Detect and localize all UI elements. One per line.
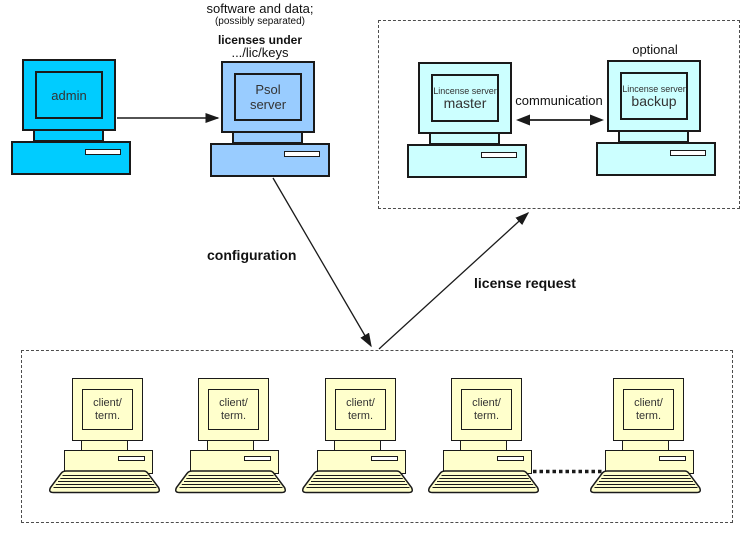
- client-label-line2: term.: [347, 409, 374, 422]
- psol-note: software and data; (possibly separated) …: [184, 1, 336, 60]
- client-screen: client/ term.: [335, 389, 386, 430]
- license-server-backup-icon: Lincense server backup: [596, 60, 716, 176]
- client-terminal-icon: client/ term.: [301, 378, 414, 498]
- computer-base: [596, 142, 716, 176]
- client-group-box: [21, 350, 733, 523]
- drive-slot: [85, 149, 121, 155]
- backup-label-line2: backup: [631, 92, 677, 109]
- monitor: client/ term.: [325, 378, 396, 441]
- drive-slot: [118, 456, 145, 461]
- keyboard-icon: [590, 470, 701, 494]
- monitor: Lincense server backup: [607, 60, 701, 132]
- client-label-line2: term.: [635, 409, 662, 422]
- communication-label: communication: [515, 93, 603, 108]
- drive-slot: [497, 456, 524, 461]
- client-label-line1: client/: [346, 396, 375, 409]
- drive-slot: [284, 151, 320, 157]
- monitor: client/ term.: [198, 378, 269, 441]
- master-label-line1: Lincense server: [433, 85, 497, 96]
- license-server-group-box: [378, 20, 740, 209]
- keyboard-icon: [302, 470, 413, 494]
- admin-screen: admin: [35, 71, 103, 119]
- client-label-line2: term.: [94, 409, 121, 422]
- client-screen: client/ term.: [461, 389, 512, 430]
- drive-slot: [659, 456, 686, 461]
- psol-label-line1: Psol: [255, 82, 281, 97]
- client-terminal-icon: client/ term.: [174, 378, 287, 498]
- drive-slot: [371, 456, 398, 461]
- note-line-lic-keys-path: .../lic/keys: [231, 45, 289, 60]
- psol-server-icon: Psol server: [210, 61, 330, 177]
- monitor: client/ term.: [613, 378, 684, 441]
- monitor: Psol server: [221, 61, 315, 133]
- monitor: client/ term.: [72, 378, 143, 441]
- drive-slot: [244, 456, 271, 461]
- backup-label-line1: Lincense server: [622, 83, 686, 94]
- client-terminal-icon: client/ term.: [589, 378, 702, 498]
- admin-computer-icon: admin: [11, 59, 131, 175]
- keyboard-icon: [175, 470, 286, 494]
- client-label-line1: client/: [219, 396, 248, 409]
- psol-label-line2: server: [249, 97, 287, 112]
- keyboard-icon: [428, 470, 539, 494]
- license-request-label: license request: [474, 275, 576, 291]
- license-server-master-icon: Lincense server master: [407, 62, 527, 178]
- master-screen: Lincense server master: [431, 74, 499, 122]
- admin-label: admin: [51, 87, 87, 103]
- note-line-software: software and data;: [206, 1, 314, 16]
- note-line-possibly-separated: (possibly separated): [214, 16, 306, 27]
- backup-screen: Lincense server backup: [620, 72, 688, 120]
- drive-slot: [670, 150, 706, 156]
- optional-label: optional: [632, 42, 678, 57]
- monitor: Lincense server master: [418, 62, 512, 134]
- computer-base: [407, 144, 527, 178]
- monitor: admin: [22, 59, 116, 131]
- configuration-label: configuration: [207, 247, 297, 263]
- client-label-line2: term.: [220, 409, 247, 422]
- client-label-line1: client/: [634, 396, 663, 409]
- master-label-line2: master: [443, 94, 487, 111]
- client-label-line1: client/: [472, 396, 501, 409]
- computer-base: [210, 143, 330, 177]
- monitor: client/ term.: [451, 378, 522, 441]
- client-label-line1: client/: [93, 396, 122, 409]
- note-line-licenses-under: licenses under: [217, 33, 303, 47]
- client-base: [443, 450, 532, 474]
- drive-slot: [481, 152, 517, 158]
- client-screen: client/ term.: [82, 389, 133, 430]
- client-screen: client/ term.: [623, 389, 674, 430]
- client-label-line2: term.: [473, 409, 500, 422]
- client-terminal-icon: client/ term.: [48, 378, 161, 498]
- client-screen: client/ term.: [208, 389, 259, 430]
- psol-screen: Psol server: [234, 73, 302, 121]
- keyboard-icon: [49, 470, 160, 494]
- computer-base: [11, 141, 131, 175]
- client-terminal-icon: client/ term.: [427, 378, 540, 498]
